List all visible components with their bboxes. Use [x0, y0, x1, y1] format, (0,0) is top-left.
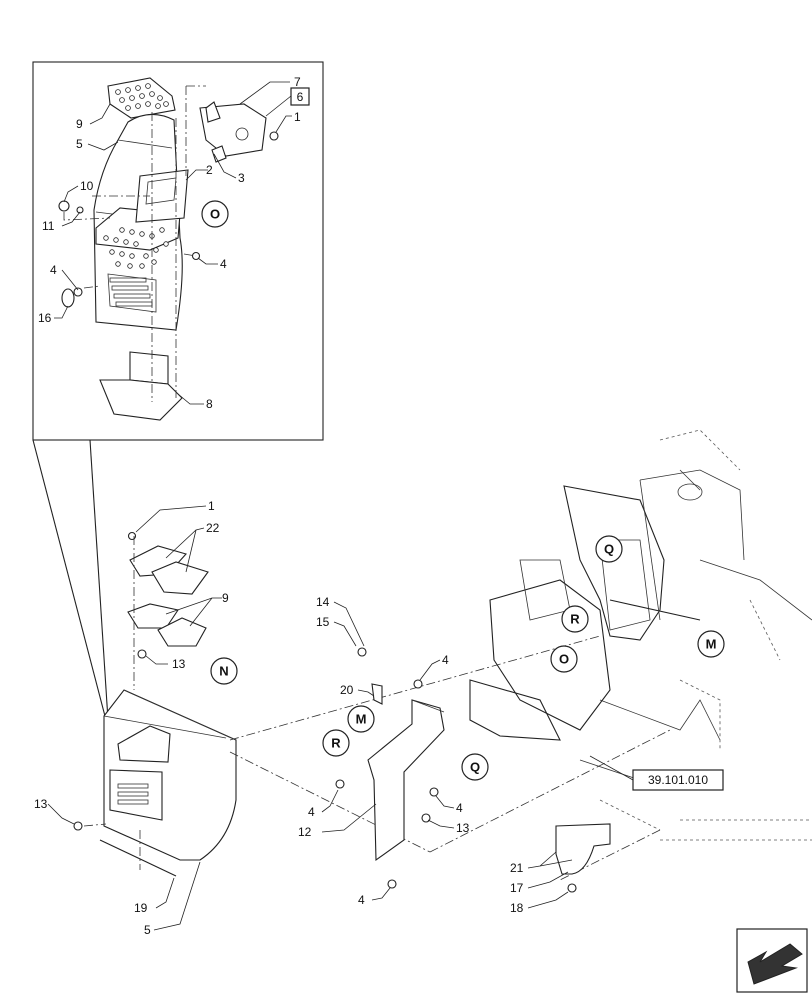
callout-n [210, 657, 238, 685]
callout-6: 6 [297, 90, 304, 104]
callout-5a: 5 [76, 137, 83, 151]
callout-q-bracket-label: Q [470, 760, 480, 775]
callout-13b: 13 [456, 821, 470, 835]
arrow-down-left-icon[interactable] [736, 928, 808, 993]
small-bracket [555, 823, 611, 893]
callout-q-frame [595, 535, 623, 563]
callout-17: 17 [510, 881, 524, 895]
callout-r-bracket-label: R [331, 736, 341, 751]
callout-4c: 4 [442, 653, 449, 667]
callout-13a: 13 [172, 657, 186, 671]
callout-2: 2 [206, 163, 213, 177]
inset-step-pad [107, 77, 176, 119]
callout-15: 15 [316, 615, 330, 629]
inset-mount-plate [99, 351, 183, 421]
callout-7: 7 [294, 75, 301, 89]
detail-inset [32, 61, 324, 721]
callout-1a: 1 [294, 110, 301, 124]
callout-19: 19 [134, 901, 148, 915]
callout-11: 11 [42, 219, 55, 233]
callout-1b: 1 [208, 499, 215, 513]
callout-m-frame-label: M [706, 637, 717, 652]
callout-m-bracket [347, 705, 375, 733]
callout-r-frame-label: R [570, 612, 580, 627]
callout-o-inset [201, 200, 229, 228]
callout-o-frame [550, 645, 578, 673]
callout-r-bracket [322, 729, 350, 757]
callout-10: 10 [80, 179, 94, 193]
callout-8: 8 [206, 397, 213, 411]
main-housing [73, 689, 237, 877]
callout-4d: 4 [308, 805, 315, 819]
callout-14: 14 [316, 595, 330, 609]
callout-3: 3 [238, 171, 245, 185]
inset-hardware [58, 131, 279, 308]
callout-q-bracket [461, 753, 489, 781]
step-pads [127, 531, 209, 659]
inset-assembly-lines [63, 85, 206, 402]
callout-r-frame [561, 605, 589, 633]
callout-16: 16 [38, 311, 52, 325]
main-assembly-lines [83, 536, 812, 881]
callout-q-frame-label: Q [604, 542, 614, 557]
callout-21: 21 [510, 861, 524, 875]
callout-9a: 9 [76, 117, 83, 131]
reference-label[interactable]: 39.101.010 [648, 773, 708, 787]
callout-numbers: 7 6 1 9 5 3 2 10 11 4 4 16 8 1 22 9 [34, 75, 573, 937]
callout-20: 20 [340, 683, 354, 697]
callout-4b: 4 [220, 257, 227, 271]
callout-n-label: N [219, 664, 228, 679]
inset-plate [135, 169, 189, 223]
callout-18: 18 [510, 901, 524, 915]
callout-circles: N M R Q Q R O M [210, 535, 725, 781]
callout-m-bracket-label: M [356, 712, 367, 727]
callout-13c: 13 [34, 797, 48, 811]
callout-4f: 4 [358, 893, 365, 907]
callout-9b: 9 [222, 591, 229, 605]
inset-latch [199, 101, 267, 163]
bracket [335, 647, 445, 889]
callout-5b: 5 [144, 923, 151, 937]
callout-12: 12 [298, 825, 312, 839]
callout-4a: 4 [50, 263, 57, 277]
callout-o-inset-label: O [210, 207, 220, 222]
callout-4e: 4 [456, 801, 463, 815]
machine-frame [469, 429, 812, 781]
callout-m-frame [697, 630, 725, 658]
callout-22: 22 [206, 521, 220, 535]
callout-o-frame-label: O [559, 652, 569, 667]
